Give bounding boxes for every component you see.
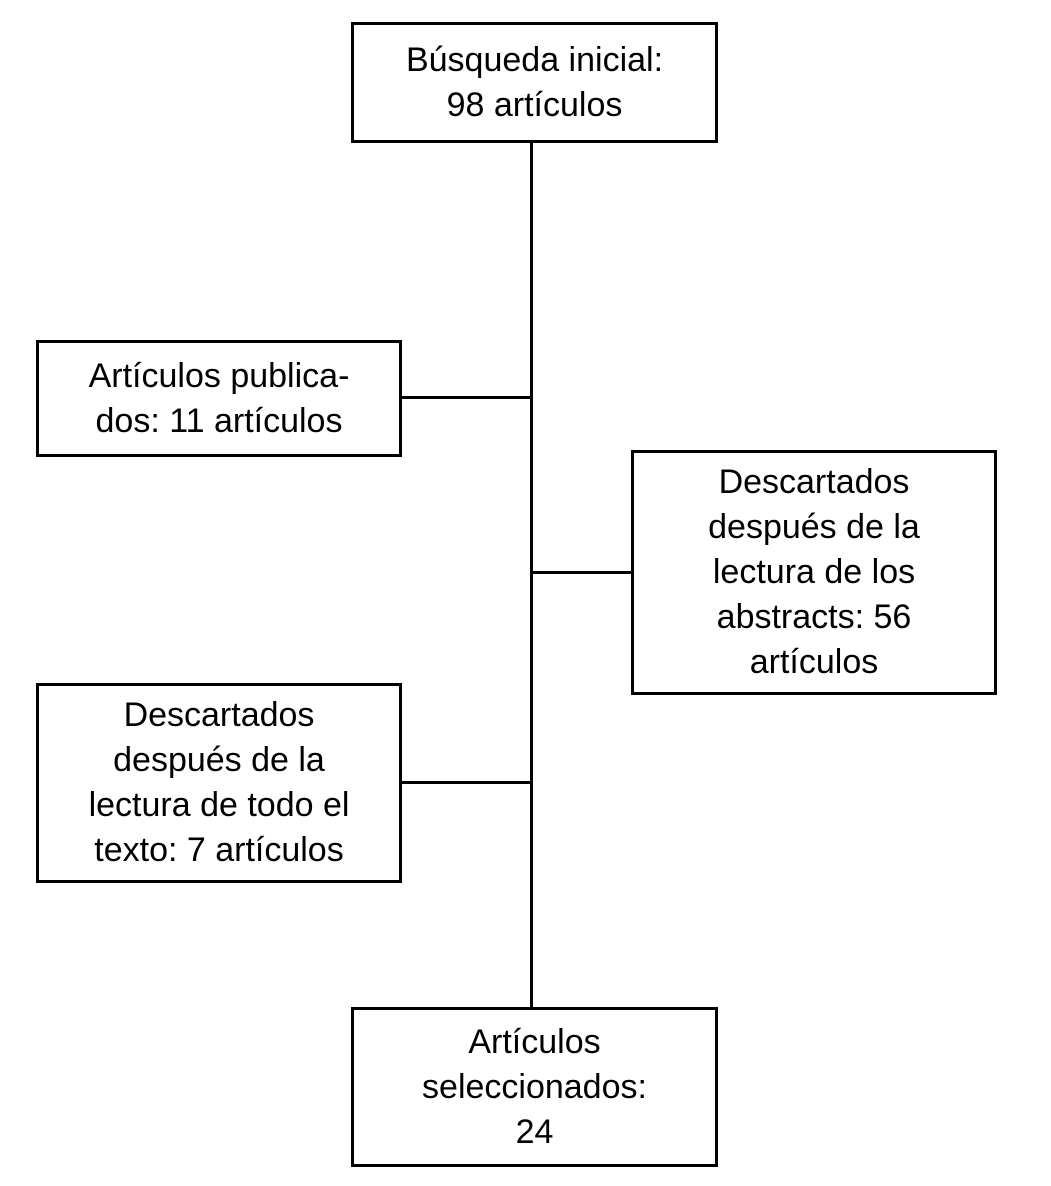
box-text-line: dos: 11 artículos [95, 401, 343, 440]
connector-published-line [400, 396, 531, 399]
box-text-line: Búsqueda inicial: [405, 40, 664, 79]
box-text-line: artículos [749, 643, 879, 681]
box-text-line: Descartados [123, 696, 315, 734]
box-text-line: 24 [515, 1112, 554, 1151]
box-text-line: abstracts: 56 [716, 598, 912, 636]
box-text-line: lectura de los [712, 553, 916, 591]
box-text-line: Descartados [718, 463, 910, 501]
box-discarded-after-abstracts: Descartados después de la lectura de los… [631, 450, 997, 695]
connector-abstracts-line [531, 571, 632, 574]
box-text-line: Artículos [468, 1022, 601, 1061]
box-text-line: seleccionados: [422, 1067, 647, 1106]
trunk-vertical-line [530, 141, 533, 1009]
box-text-line: después de la [708, 508, 920, 546]
connector-fulltext-line [400, 781, 531, 784]
box-text-line: texto: 7 artículos [94, 831, 344, 869]
box-text-line: lectura de todo el [88, 786, 350, 824]
box-selected-articles: Artículos seleccionados: 24 [351, 1007, 718, 1167]
box-discarded-after-fulltext: Descartados después de la lectura de tod… [36, 683, 402, 883]
box-initial-search: Búsqueda inicial: 98 artículos [351, 22, 718, 143]
box-text-line: Artículos publica- [88, 356, 350, 395]
box-text-line: 98 artículos [446, 85, 623, 124]
box-text-line: después de la [113, 741, 325, 779]
box-published-articles: Artículos publica- dos: 11 artículos [36, 340, 402, 457]
